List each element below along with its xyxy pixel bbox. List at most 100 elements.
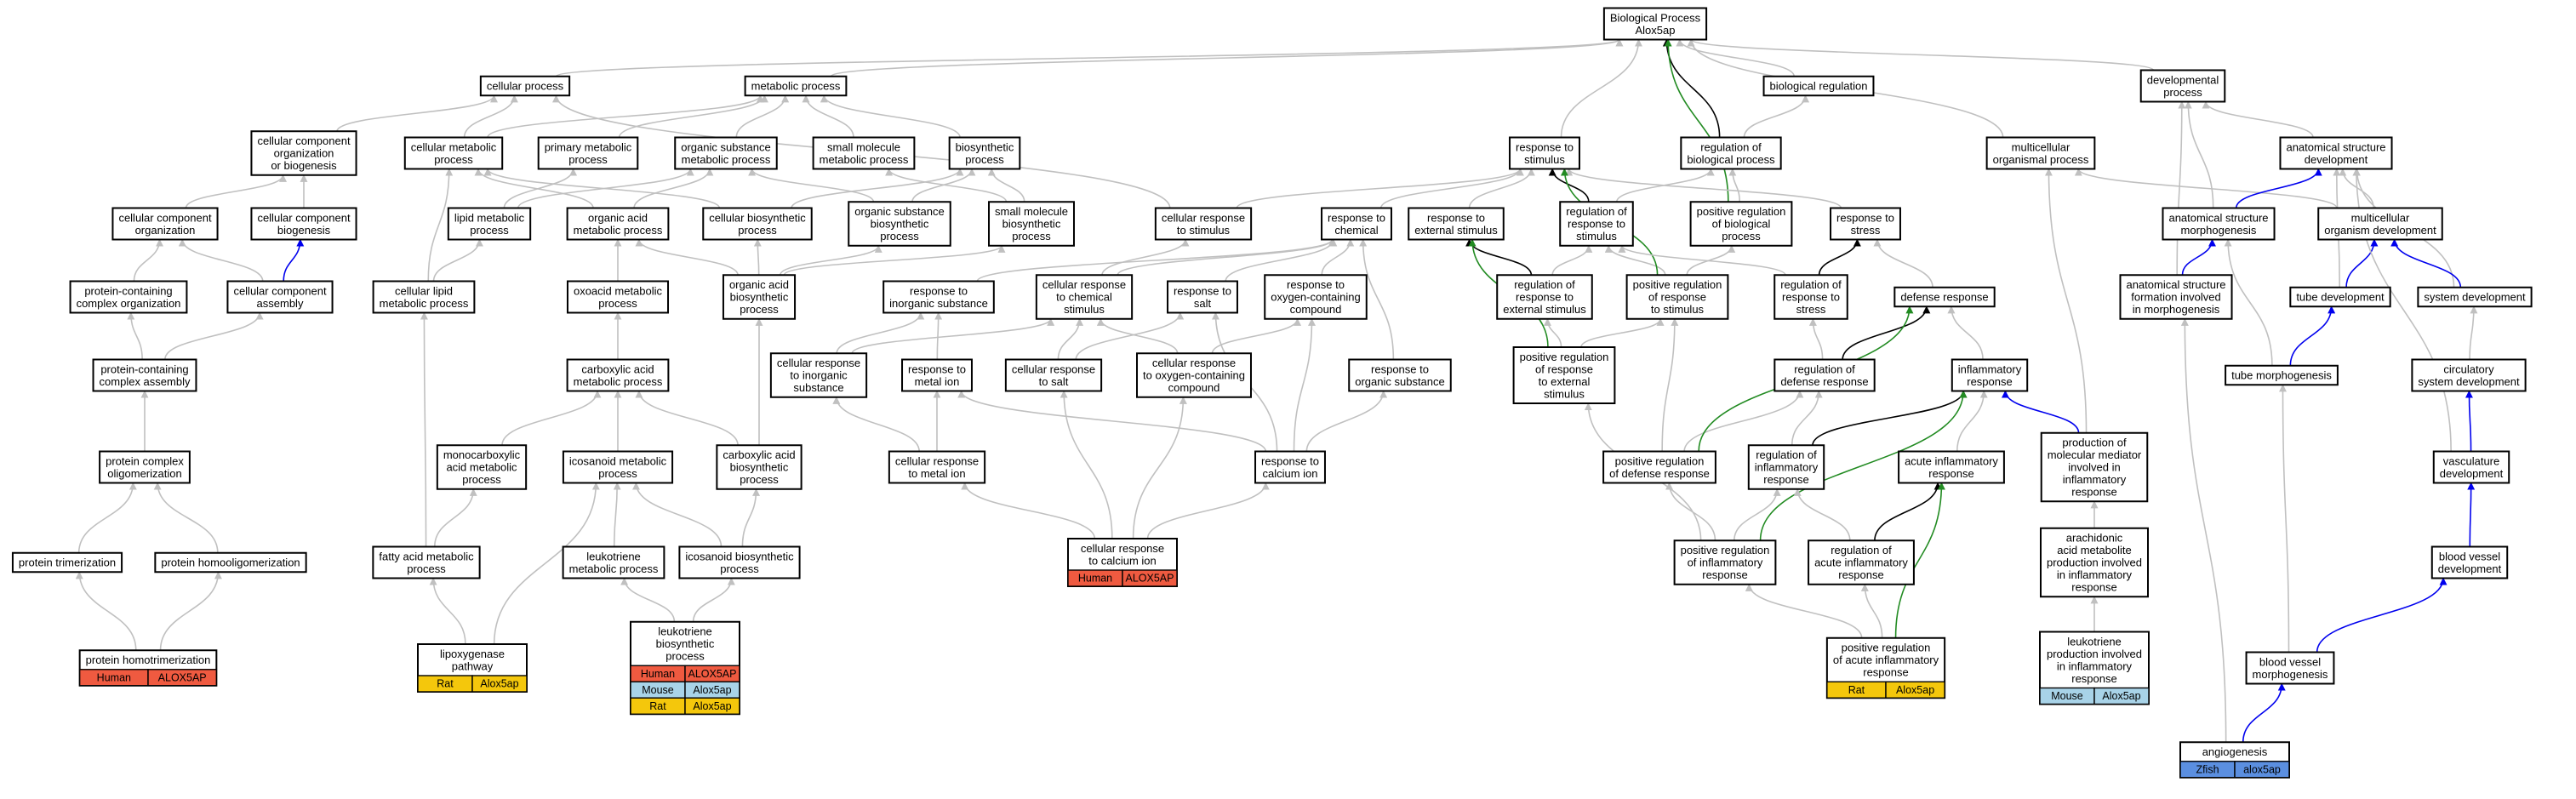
gene-symbol-label[interactable]: Alox5ap (2102, 690, 2140, 702)
species-label[interactable]: Mouse (2051, 690, 2083, 702)
gene-symbol-label[interactable]: ALOX5AP (688, 668, 737, 680)
go-term-node[interactable]: tube morphogenesis (2225, 364, 2339, 386)
go-term-node[interactable]: defense response (1893, 286, 1996, 308)
go-term-node[interactable]: system development (2417, 286, 2533, 308)
species-label[interactable]: Rat (649, 700, 666, 712)
go-term-node[interactable]: cellular process (479, 75, 571, 97)
go-term-node[interactable]: metabolic process (744, 75, 848, 97)
go-term-node[interactable]: protein homooligomerization (154, 551, 307, 574)
gene-symbol-label[interactable]: alox5ap (2243, 763, 2281, 775)
species-label[interactable]: Mouse (642, 684, 674, 696)
species-label[interactable]: Human (641, 668, 675, 680)
gene-symbol-label[interactable]: Alox5ap (480, 678, 518, 690)
go-term-node[interactable]: protein trimerization (11, 551, 123, 574)
species-label[interactable]: Rat (437, 678, 454, 690)
gene-symbol-label[interactable]: Alox5ap (1896, 684, 1934, 696)
species-label[interactable]: Human (97, 671, 131, 683)
gene-symbol-label[interactable]: Alox5ap (693, 684, 731, 696)
gene-symbol-label[interactable]: Alox5ap (693, 700, 731, 712)
gene-symbol-label[interactable]: ALOX5AP (1126, 573, 1174, 585)
species-label[interactable]: Zfish (2196, 763, 2219, 775)
species-label[interactable]: Human (1078, 573, 1112, 585)
go-term-node[interactable]: biological regulation (1762, 75, 1875, 97)
